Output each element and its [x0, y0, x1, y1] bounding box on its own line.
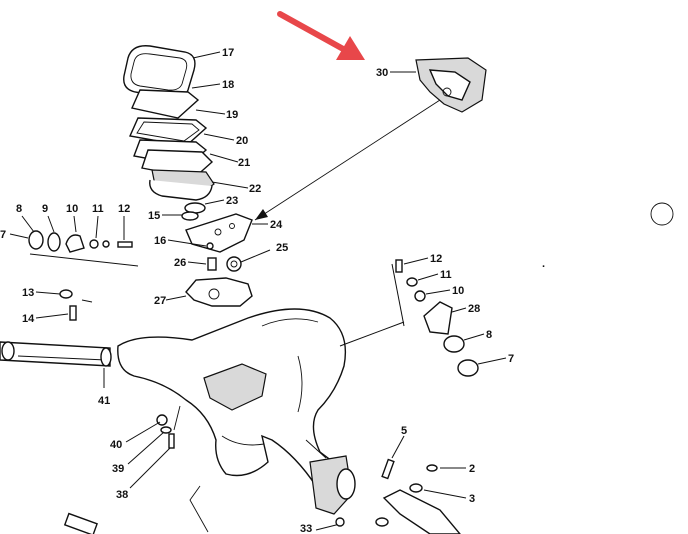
bracket-line — [391, 263, 405, 327]
label-27: 27 — [154, 295, 166, 307]
screw-16 — [167, 239, 214, 250]
label-20: 20 — [236, 135, 248, 147]
label-11-right: 11 — [440, 269, 452, 281]
screw-26 — [187, 257, 217, 271]
label-26: 26 — [174, 257, 186, 269]
headset-casting — [117, 308, 356, 515]
label-12-right: 12 — [430, 253, 442, 265]
label-22: 22 — [249, 183, 261, 195]
nut-25 — [226, 249, 271, 272]
label-25: 25 — [276, 242, 288, 254]
label-7-left: 7 — [0, 229, 6, 241]
handlebar-tube-left — [0, 341, 112, 388]
label-13: 13 — [22, 287, 34, 299]
bracket-27 — [165, 277, 253, 307]
leader-line — [339, 321, 405, 347]
pointer-line-30-to-24 — [254, 99, 441, 221]
label-30: 30 — [376, 67, 388, 79]
label-21: 21 — [238, 157, 250, 169]
label-9: 9 — [42, 203, 48, 215]
washer-23 — [184, 199, 225, 214]
label-16: 16 — [154, 235, 166, 247]
bracket-24 — [185, 213, 268, 253]
label-18: 18 — [222, 79, 234, 91]
label-10-right: 10 — [452, 285, 464, 297]
leader-line — [173, 405, 181, 431]
label-8-left: 8 — [16, 203, 22, 215]
right-switch-group: · — [395, 257, 546, 377]
arrowhead — [255, 209, 268, 220]
label-23: 23 — [226, 195, 238, 207]
label-39: 39 — [112, 463, 124, 475]
lever-group — [375, 435, 467, 534]
label-7-right: 7 — [508, 353, 514, 365]
label-12-left: 12 — [118, 203, 130, 215]
label-10-left: 10 — [66, 203, 78, 215]
label-11-left: 11 — [92, 203, 104, 215]
label-3: 3 — [469, 493, 475, 505]
label-40: 40 — [110, 439, 122, 451]
label-17: 17 — [222, 47, 234, 59]
label-33: 33 — [300, 523, 312, 534]
parts-13-14 — [35, 289, 93, 321]
label-38: 38 — [116, 489, 128, 501]
label-2: 2 — [469, 463, 475, 475]
label-41: 41 — [98, 395, 110, 407]
red-pointer-arrow — [277, 11, 365, 60]
leader-line — [189, 485, 209, 533]
speedometer-stack — [123, 45, 249, 201]
svg-text:·: · — [542, 261, 546, 273]
label-14: 14 — [22, 313, 35, 325]
label-15: 15 — [148, 210, 160, 222]
label-24: 24 — [270, 219, 283, 231]
stray-circle — [650, 202, 674, 226]
part-30-bracket — [390, 57, 487, 113]
label-5: 5 — [401, 425, 407, 437]
ring-15 — [162, 211, 199, 221]
parts-38-40 — [125, 414, 175, 489]
label-19: 19 — [226, 109, 238, 121]
label-8-right: 8 — [486, 329, 492, 341]
part-33-area — [63, 512, 345, 534]
label-28: 28 — [468, 303, 480, 315]
left-switch-group — [9, 215, 139, 267]
